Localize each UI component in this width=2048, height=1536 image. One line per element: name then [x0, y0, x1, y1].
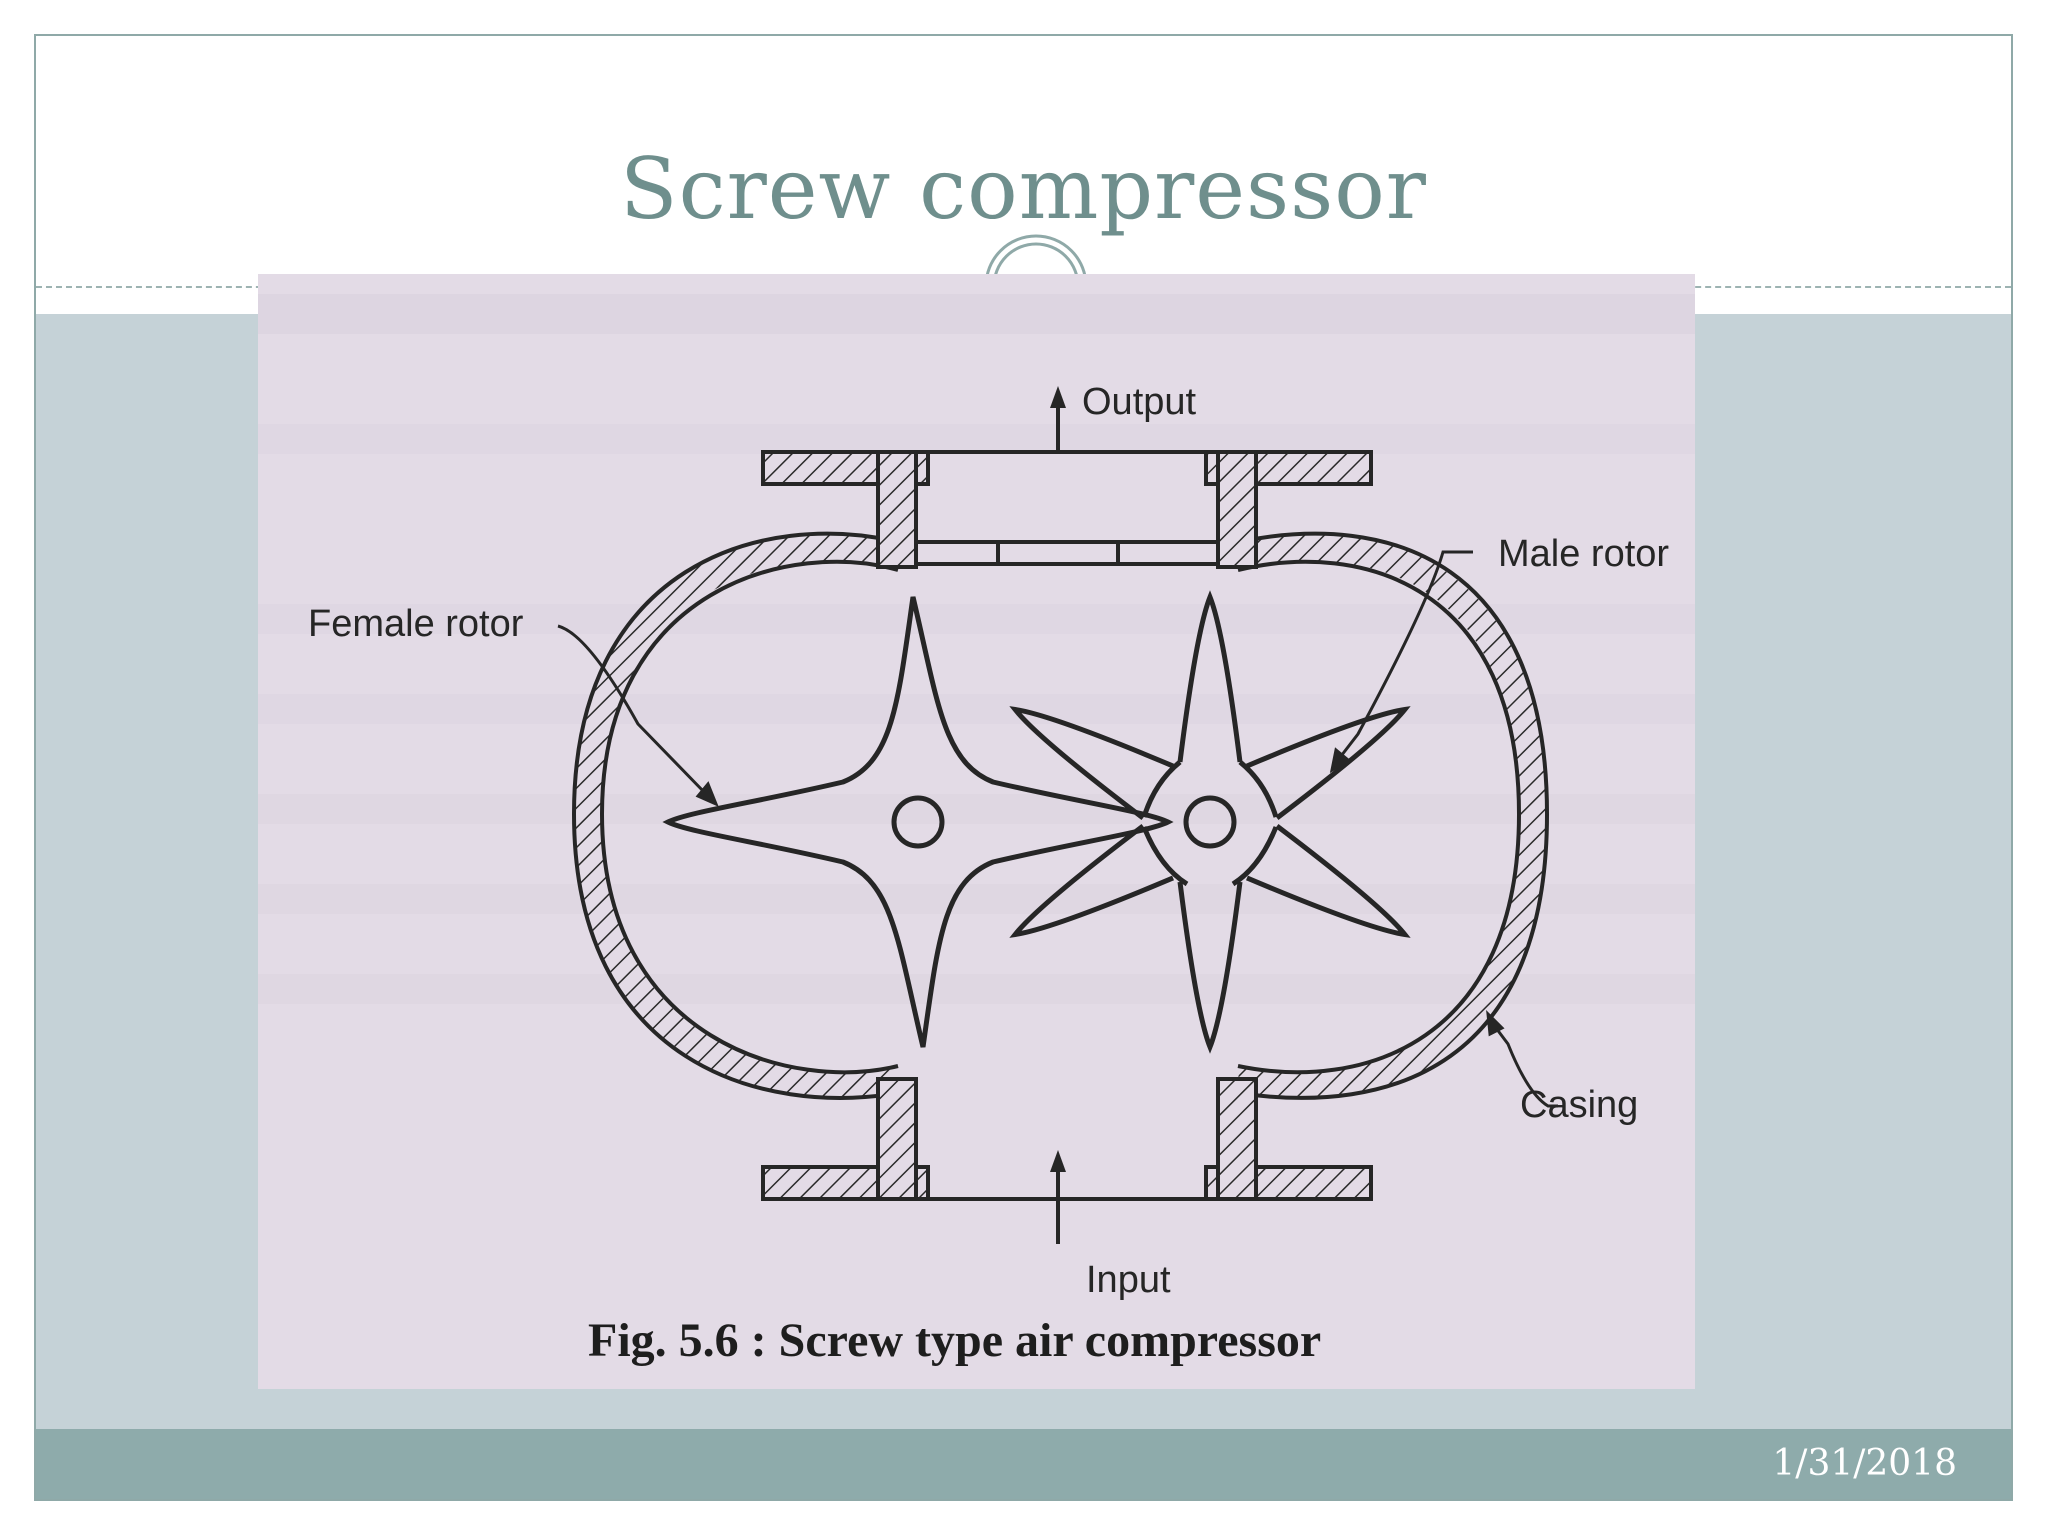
casing-shell [571, 450, 1550, 1201]
male-rotor [1000, 590, 1420, 1047]
female-rotor [662, 596, 1174, 1048]
slide: Screw compressor [34, 34, 2013, 1501]
screw-compressor-figure: Output Input Female rotor Male rotor Cas… [258, 274, 1695, 1389]
output-label: Output [1082, 381, 1197, 423]
output-arrow-icon [1050, 386, 1066, 452]
male-rotor-label: Male rotor [1498, 533, 1669, 575]
compressor-diagram: Output Input Female rotor Male rotor Cas… [258, 294, 1695, 1367]
footer-bar: 1/31/2018 [36, 1429, 2011, 1499]
female-rotor-label: Female rotor [308, 603, 524, 645]
slide-date: 1/31/2018 [1772, 1443, 1957, 1484]
leader-lines [557, 550, 1558, 1108]
slide-title: Screw compressor [620, 140, 1427, 238]
input-label: Input [1086, 1259, 1171, 1301]
figure-caption: Fig. 5.6 : Screw type air compressor [588, 1314, 1321, 1367]
input-arrow-icon [1050, 1150, 1066, 1244]
casing-label: Casing [1520, 1084, 1638, 1126]
